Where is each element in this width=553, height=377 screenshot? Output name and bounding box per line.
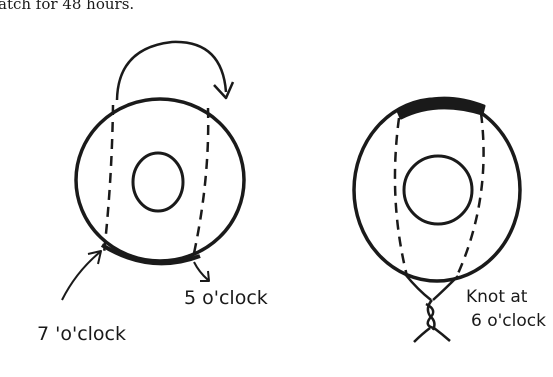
right-inner-hole bbox=[404, 156, 472, 224]
label-seven-oclock: 7 'o'clock bbox=[37, 323, 126, 345]
right-top-wrap-band bbox=[398, 98, 484, 118]
right-outer-ring bbox=[354, 99, 520, 281]
knot-at-six bbox=[426, 300, 434, 330]
left-dashed-stitch-right bbox=[193, 108, 208, 258]
right-dashed-stitch-right bbox=[456, 113, 484, 278]
left-ring-figure: 7 'o'clock 5 o'clock bbox=[37, 42, 268, 345]
label-knot-line1: Knot at bbox=[466, 287, 528, 307]
left-top-arrowhead bbox=[214, 82, 233, 98]
label-knot-line2: 6 o'clock bbox=[471, 311, 546, 331]
left-dashed-stitch-left bbox=[104, 105, 113, 253]
right-ring-figure: Knot at 6 o'clock bbox=[354, 98, 546, 342]
seven-oclock-arrow bbox=[62, 252, 100, 300]
knot-tail-left bbox=[414, 328, 430, 342]
left-top-curved-arrow bbox=[117, 42, 226, 100]
knot-tail-right bbox=[434, 328, 450, 341]
five-oclock-arrow bbox=[194, 262, 208, 280]
left-inner-hole bbox=[133, 153, 183, 211]
left-outer-ring bbox=[76, 99, 244, 261]
label-five-oclock: 5 o'clock bbox=[184, 287, 268, 309]
caption-top-text: atch for 48 hours. bbox=[0, 0, 134, 13]
